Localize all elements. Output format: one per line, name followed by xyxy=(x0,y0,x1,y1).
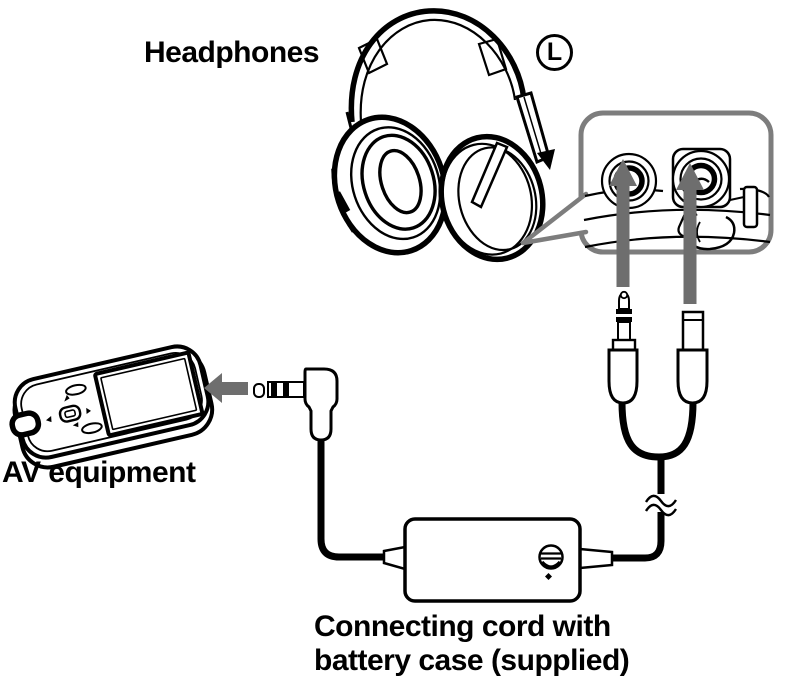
jack-detail-callout xyxy=(520,110,774,304)
connecting-cord-label: Connecting cord with battery case (suppl… xyxy=(314,610,630,678)
power-plug xyxy=(676,310,709,405)
battery-case-illustration xyxy=(382,517,614,603)
connecting-cord-label-line1: Connecting cord with xyxy=(314,610,611,643)
headphones-right-earcup xyxy=(438,133,546,263)
battery-case-knob xyxy=(538,544,564,580)
insert-arrow-av xyxy=(204,373,248,403)
av-jack-socket xyxy=(9,410,42,438)
av-equipment-label: AV equipment xyxy=(2,456,196,489)
cable-right xyxy=(611,401,697,562)
av-control-pad xyxy=(45,383,103,435)
cable-left xyxy=(317,439,386,561)
connecting-cord-label-line2: battery case (supplied) xyxy=(314,644,630,677)
right-angle-mini-plug xyxy=(253,367,339,442)
av-equipment-illustration xyxy=(9,344,215,470)
cable-break-symbol xyxy=(644,494,678,517)
left-channel-marker: L xyxy=(536,34,573,71)
stereo-mini-plug xyxy=(607,290,639,405)
headphones-label: Headphones xyxy=(144,36,320,69)
insert-arrows-jacks xyxy=(609,159,704,304)
headphones-left-earcup xyxy=(331,114,449,256)
headphones-illustration xyxy=(331,8,555,263)
